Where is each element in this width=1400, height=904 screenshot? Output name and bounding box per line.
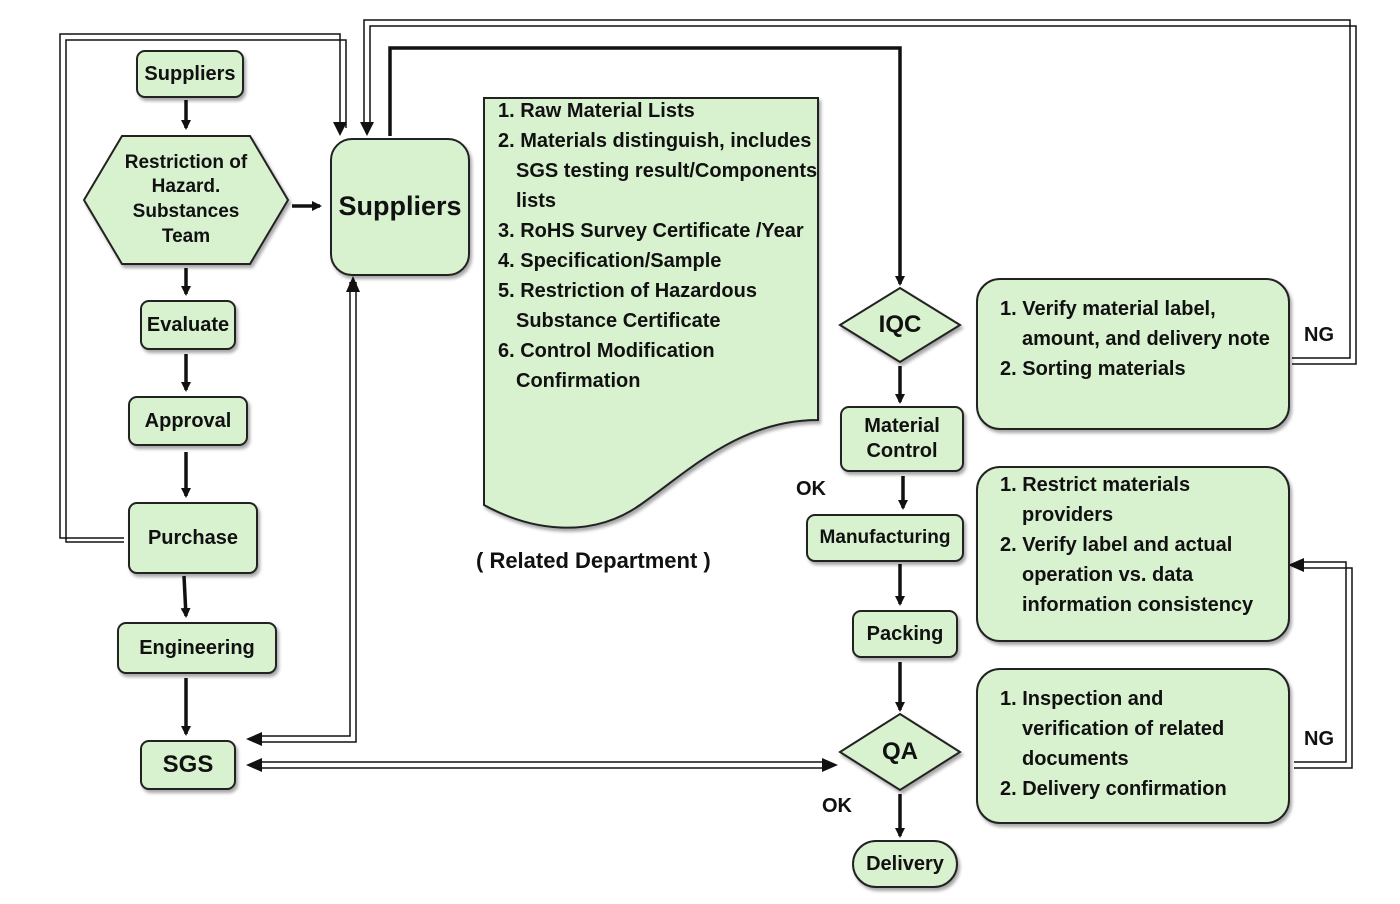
related-department-caption: ( Related Department )	[476, 548, 711, 573]
document-item: 3. RoHS Survey Certificate /Year	[498, 220, 804, 242]
note-item: 1. Verify material label, amount, and de…	[1000, 298, 1270, 350]
sgs-box: SGS	[140, 740, 236, 790]
note-item: 2. Sorting materials	[1000, 358, 1186, 380]
ok-label-1: OK	[796, 478, 826, 500]
qa-label: QA	[882, 738, 918, 766]
document-item: 1. Raw Material Lists	[498, 100, 695, 122]
document-item: 4. Specification/Sample	[498, 250, 722, 272]
arrow-suppliers-iqc	[388, 46, 905, 286]
iqc-notes: 1. Verify material label, amount, and de…	[976, 278, 1290, 430]
manufacturing-notes: 1. Restrict materials providers 2. Verif…	[976, 466, 1290, 642]
rhs-team-label: Restriction of Hazard. Substances Team	[124, 151, 248, 247]
iqc-label: IQC	[878, 311, 922, 339]
document-shape	[483, 97, 819, 529]
suppliers-box-left: Suppliers	[136, 50, 244, 98]
document-list: 1. Raw Material Lists 2. Materials disti…	[498, 96, 818, 396]
document-item: 2. Materials distinguish, includes SGS t…	[498, 130, 818, 212]
note-item: 2. Delivery confirmation	[1000, 778, 1227, 800]
note-item: 1. Restrict materials providers	[1000, 474, 1191, 526]
approval-box: Approval	[128, 396, 248, 446]
document-item: 6. Control Modification Confirmation	[498, 340, 715, 392]
qa-diamond	[838, 712, 962, 792]
note-item: 2. Verify label and actual operation vs.…	[1000, 534, 1254, 616]
note-item: 1. Inspection and verification of relate…	[1000, 688, 1225, 770]
evaluate-box: Evaluate	[140, 300, 236, 350]
engineering-box: Engineering	[117, 622, 277, 674]
iqc-diamond	[838, 286, 962, 364]
arrow-purchase-engineering	[180, 575, 191, 618]
qa-notes: 1. Inspection and verification of relate…	[976, 668, 1290, 824]
manufacturing-box: Manufacturing	[806, 514, 964, 562]
packing-box: Packing	[852, 610, 958, 658]
ng-label-2: NG	[1304, 728, 1334, 750]
rhs-team-hexagon	[82, 135, 290, 265]
purchase-box: Purchase	[128, 502, 258, 574]
delivery-box: Delivery	[852, 840, 958, 888]
ok-label-2: OK	[822, 795, 852, 817]
suppliers-box-main: Suppliers	[330, 138, 470, 276]
material-control-box: Material Control	[840, 406, 964, 472]
document-item: 5. Restriction of Hazardous Substance Ce…	[498, 280, 757, 332]
ng-label-1: NG	[1304, 324, 1334, 346]
